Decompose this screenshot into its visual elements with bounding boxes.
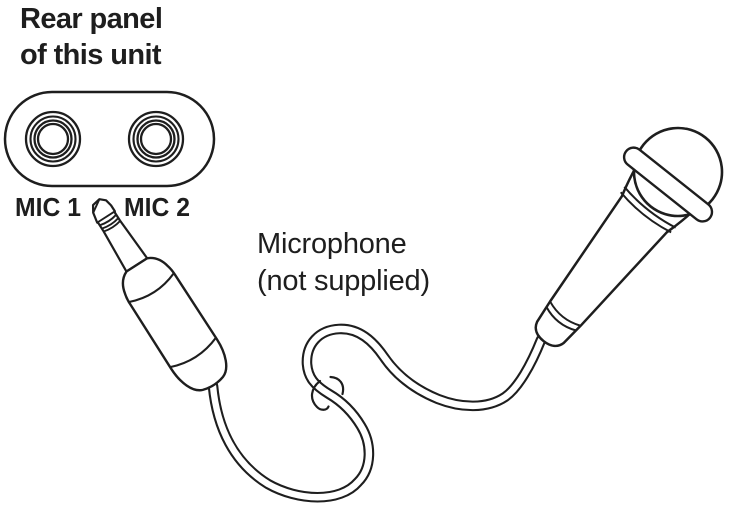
microphone-illustration xyxy=(534,126,724,348)
plug-barrel-bottom-band xyxy=(169,337,217,369)
mic-jack-2 xyxy=(127,110,185,168)
rear-panel-illustration: MIC 1 MIC 2 xyxy=(3,90,216,222)
plug-shaft-start-line xyxy=(103,220,121,233)
mic-jack-1 xyxy=(24,110,82,168)
jack-label-mic1: MIC 1 xyxy=(15,192,81,222)
mic-collar-band xyxy=(622,146,714,223)
jack-label-mic2: MIC 2 xyxy=(124,192,190,222)
rear-panel-title-line2: of this unit xyxy=(20,38,162,71)
mic-neck-band-line-2 xyxy=(619,191,672,234)
mic-neck-band-line-1 xyxy=(623,186,677,229)
mic-end-ring-line-1 xyxy=(549,301,581,327)
cable-core xyxy=(209,325,545,501)
microphone-caption-line1: Microphone xyxy=(257,228,407,260)
plug-tip-facet-line xyxy=(92,198,101,214)
cable-outline xyxy=(207,323,547,503)
plug-tip-base-line xyxy=(96,210,116,224)
cable-knot-mark-left xyxy=(310,379,330,411)
cable-knot-mark-right xyxy=(329,375,345,396)
phone-plug-illustration xyxy=(91,198,228,392)
rear-panel-title-line1: Rear panel xyxy=(20,3,163,35)
rear-panel-title: Rear panel of this unit xyxy=(20,2,163,73)
microphone-cable xyxy=(207,323,547,503)
microphone-caption-line2: (not supplied) xyxy=(257,264,430,297)
plug-groove-ring-2 xyxy=(101,217,120,230)
plug-barrel-shoulder-seam xyxy=(128,272,175,304)
plug-barrel xyxy=(121,256,228,392)
mic-end-ring-line-2 xyxy=(545,306,577,332)
mic-head-ball xyxy=(632,126,724,218)
plug-groove-ring-1 xyxy=(99,214,117,227)
microphone-caption: Microphone (not supplied) xyxy=(257,226,430,300)
